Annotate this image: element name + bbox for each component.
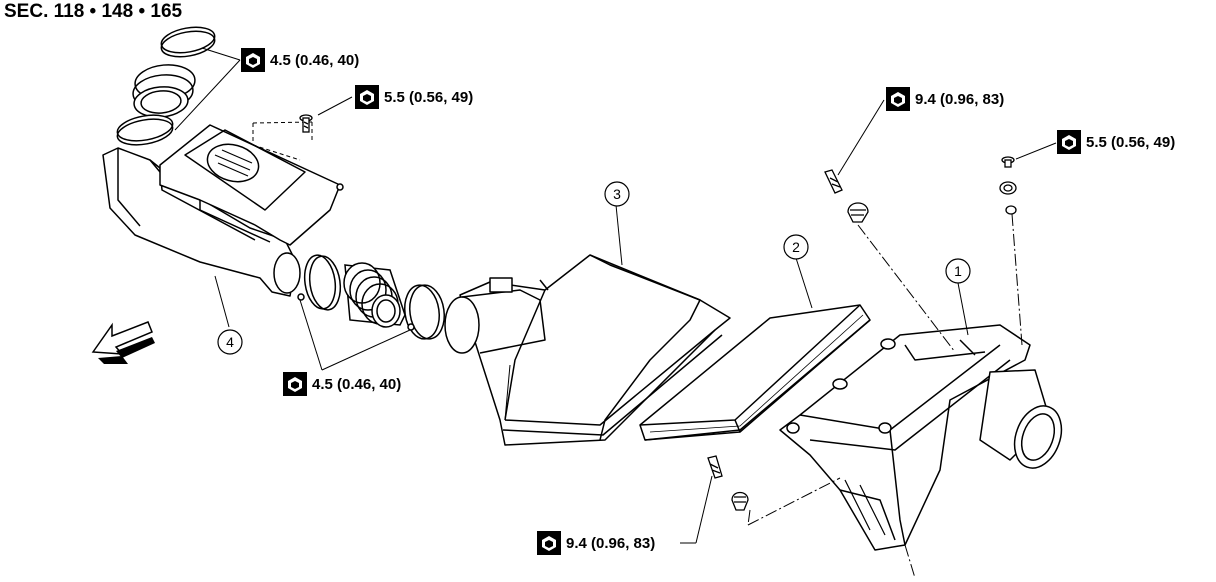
front-direction-arrow-icon bbox=[91, 321, 155, 364]
callout-1: 1 bbox=[944, 257, 972, 288]
svg-text:1: 1 bbox=[954, 263, 962, 279]
assembly-lines bbox=[747, 213, 1023, 579]
lower-case-outlet bbox=[1013, 405, 1063, 469]
callout-3: 3 bbox=[603, 180, 631, 211]
air-filter-element bbox=[639, 304, 871, 441]
torque-spec-resonator-bolt: 5.5 (0.56, 49) bbox=[355, 85, 473, 109]
torque-wrench-icon bbox=[537, 531, 561, 555]
torque-leaders bbox=[174, 47, 1057, 544]
torque-spec-clamp-middle: 4.5 (0.46, 40) bbox=[283, 372, 401, 396]
air-cleaner-lower-case bbox=[779, 324, 1063, 551]
callout-leaders bbox=[214, 204, 969, 336]
air-cleaner-upper-case bbox=[444, 254, 731, 446]
svg-text:3: 3 bbox=[613, 186, 621, 202]
mount-hardware bbox=[707, 156, 1017, 511]
air-duct-assembly bbox=[102, 26, 344, 297]
torque-wrench-icon bbox=[283, 372, 307, 396]
resonator-box bbox=[159, 124, 341, 246]
callout-2: 2 bbox=[782, 233, 810, 264]
svg-text:2: 2 bbox=[792, 239, 800, 255]
bolt-resonator bbox=[299, 114, 313, 133]
torque-spec-clamp-upper: 4.5 (0.46, 40) bbox=[241, 48, 359, 72]
torque-wrench-icon bbox=[886, 87, 910, 111]
svg-text:4: 4 bbox=[226, 334, 234, 350]
callout-4: 4 bbox=[216, 328, 244, 359]
duct-outlet bbox=[273, 252, 301, 294]
upper-case-inlet bbox=[444, 296, 480, 354]
torque-spec-upper-mount-bolt: 9.4 (0.96, 83) bbox=[886, 87, 1004, 111]
torque-wrench-icon bbox=[241, 48, 265, 72]
clamp-top bbox=[160, 26, 216, 54]
torque-wrench-icon bbox=[1057, 130, 1081, 154]
torque-wrench-icon bbox=[355, 85, 379, 109]
torque-spec-right-bolt: 5.5 (0.56, 49) bbox=[1057, 130, 1175, 154]
torque-spec-lower-mount-bolt: 9.4 (0.96, 83) bbox=[537, 531, 655, 555]
hose-clamp-set bbox=[297, 254, 445, 340]
clamp-lower bbox=[116, 114, 174, 142]
section-reference: SEC. 118 • 148 • 165 bbox=[4, 1, 183, 22]
